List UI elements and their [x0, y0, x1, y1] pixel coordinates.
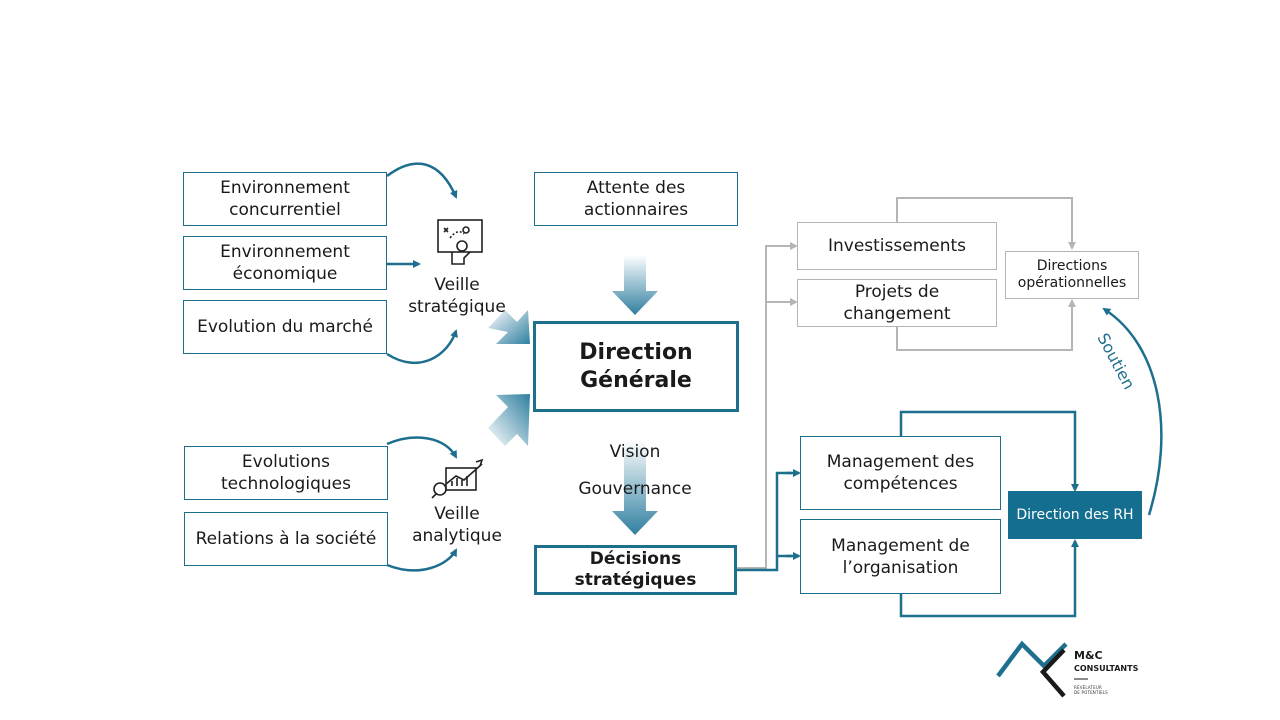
- box-investissements: Investissements: [797, 222, 997, 270]
- block-arrow-veille-strat: [488, 310, 530, 344]
- box-management-competences: Management des compétences: [800, 436, 1001, 510]
- analytics-chart-icon: [431, 458, 484, 499]
- label-veille-strategique: Veille stratégique: [408, 275, 506, 317]
- box-projets-changement: Projets de changement: [797, 279, 997, 327]
- connector-decisions-blue: [737, 471, 792, 572]
- label-vision: Vision: [609, 442, 661, 462]
- box-relations-societe: Relations à la société: [184, 512, 388, 566]
- box-env-concurrentiel: Environnement concurrentiel: [183, 172, 387, 226]
- logo-mark: [996, 640, 1088, 698]
- box-direction-rh: Direction des RH: [1008, 491, 1142, 539]
- box-env-economique: Environnement économique: [183, 236, 387, 290]
- logo-name-line1: M&C: [1074, 649, 1103, 662]
- block-arrow-veille-analy: [488, 394, 530, 446]
- soutien-arrow: [1102, 307, 1163, 516]
- strategy-board-icon: [437, 219, 483, 265]
- arrow-env-conc: [386, 162, 458, 199]
- box-evolutions-technologiques: Evolutions technologiques: [184, 446, 388, 500]
- label-veille-analytique: Veille analytique: [412, 504, 502, 546]
- connector-decisions-grey: [737, 245, 791, 569]
- loop-organisation-rh: [899, 539, 1079, 618]
- block-arrow-vision: [612, 440, 658, 535]
- soutien-label: Soutien: [1093, 330, 1138, 393]
- loop-projets-directions: [896, 299, 1076, 351]
- arrow-rel-societe: [386, 548, 458, 572]
- logo-tagline: RÉVÉLATEUR DE POTENTIELS: [1074, 685, 1108, 695]
- arrow-evo-tech: [386, 436, 458, 459]
- box-management-organisation: Management de l’organisation: [800, 519, 1001, 594]
- loop-invest-directions: [896, 197, 1076, 250]
- box-attente-actionnaires: Attente des actionnaires: [534, 172, 738, 226]
- box-decisions-strategiques: Décisions stratégiques: [534, 545, 737, 595]
- arrow-evo-marche: [386, 329, 458, 365]
- box-direction-generale: Direction Générale: [533, 321, 739, 412]
- loop-competences-rh: [899, 410, 1079, 492]
- label-gouvernance: Gouvernance: [578, 479, 692, 499]
- logo-name-line2: CONSULTANTS: [1074, 664, 1139, 673]
- box-evolution-marche: Evolution du marché: [183, 300, 387, 354]
- box-directions-operationnelles: Directions opérationnelles: [1005, 251, 1139, 299]
- block-arrow-attente: [612, 255, 658, 315]
